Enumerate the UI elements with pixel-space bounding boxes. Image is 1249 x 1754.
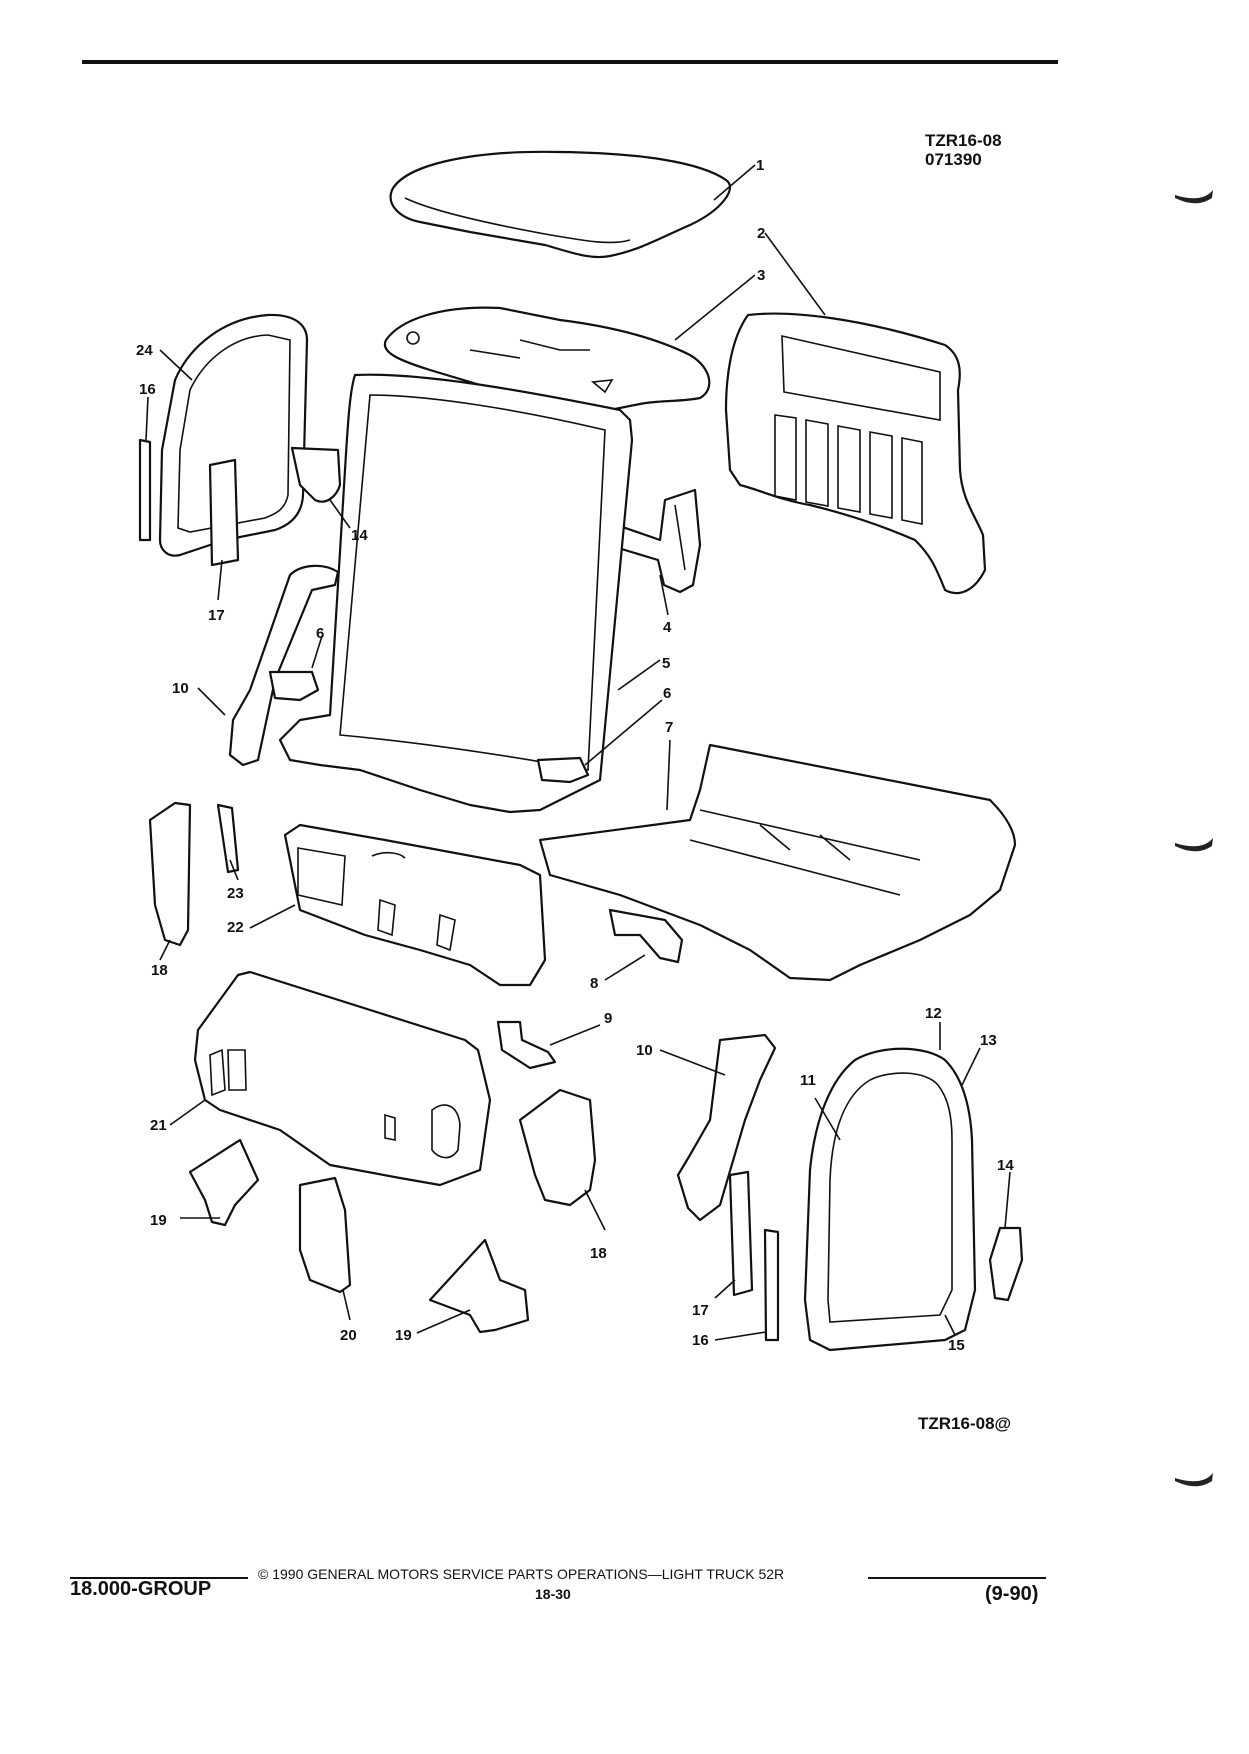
- callout-5: 5: [662, 655, 670, 672]
- ref-date: 071390: [925, 150, 982, 169]
- binding-marks: [1175, 190, 1213, 1487]
- footer-rule-right: [868, 1577, 1046, 1579]
- callout-2: 2: [757, 225, 765, 242]
- part-1-roof-panel: [389, 150, 732, 259]
- callout-19-lower: 19: [395, 1327, 412, 1344]
- callout-16-upper: 16: [139, 381, 156, 398]
- part-23-strip: [216, 803, 240, 874]
- callout-10-left: 10: [172, 680, 189, 697]
- leader-lines: [145, 164, 1011, 1341]
- part-8-bracket: [608, 908, 684, 964]
- callout-3: 3: [757, 267, 765, 284]
- callout-numbers: 1 2 3 4 5 6 7 6 10 24 16 14 17 23 22 18 …: [136, 157, 1014, 1354]
- part-6-mount-left: [268, 670, 320, 702]
- callout-18-lower: 18: [590, 1245, 607, 1262]
- part-17-pillar-lower: [728, 1170, 754, 1297]
- footer-copyright: © 1990 GENERAL MOTORS SERVICE PARTS OPER…: [258, 1566, 785, 1582]
- footer-page-number: 18-30: [535, 1586, 571, 1602]
- callout-22: 22: [227, 919, 244, 936]
- part-14-bracket-upper: [290, 446, 342, 503]
- callout-18-left: 18: [151, 962, 168, 979]
- part-11-12-13-side-frame: [803, 1047, 977, 1352]
- footer-group: 18.000-GROUP: [70, 1578, 212, 1600]
- callout-20: 20: [340, 1327, 357, 1344]
- part-2-back-panel: [724, 312, 987, 595]
- callout-19-upper: 19: [150, 1212, 167, 1229]
- part-24-door-frame: [158, 313, 309, 557]
- callout-16-lower: 16: [692, 1332, 709, 1349]
- callout-8: 8: [590, 975, 598, 992]
- footer-rule-left: [70, 1577, 248, 1579]
- callout-21: 21: [150, 1117, 167, 1134]
- footer-revision: (9-90): [985, 1583, 1039, 1605]
- part-22-instrument-panel: [283, 823, 547, 987]
- part-20-bracket: [298, 1176, 352, 1294]
- callout-10-right: 10: [636, 1042, 653, 1059]
- part-16-weatherstrip-lower: [763, 1228, 780, 1342]
- figure-ref: TZR16-08@: [918, 1414, 1012, 1433]
- callout-9: 9: [604, 1010, 612, 1027]
- part-21-dash-panel: [193, 970, 492, 1187]
- callout-1: 1: [756, 157, 764, 174]
- part-9-bracket: [496, 1020, 557, 1070]
- top-rule: [82, 60, 1058, 64]
- callout-24: 24: [136, 342, 153, 359]
- callout-14-lower: 14: [997, 1157, 1014, 1174]
- callout-11: 11: [800, 1072, 816, 1089]
- part-14-bracket-lower: [988, 1226, 1024, 1302]
- callout-15: 15: [948, 1337, 965, 1354]
- callout-13: 13: [980, 1032, 997, 1049]
- part-10-pillar-right: [676, 1033, 777, 1222]
- callout-14-upper: 14: [351, 527, 368, 544]
- callout-23: 23: [227, 885, 244, 902]
- part-18-panel-lower: [518, 1088, 597, 1207]
- part-16-weatherstrip-upper: [138, 438, 152, 542]
- callout-7: 7: [665, 719, 673, 736]
- callout-17-upper: 17: [208, 607, 225, 624]
- ref-code: TZR16-08: [925, 131, 1002, 150]
- part-19-gusset-upper: [188, 1138, 260, 1227]
- callout-6-right: 6: [663, 685, 671, 702]
- part-18-panel-left: [148, 801, 192, 947]
- part-17-pillar-upper: [208, 458, 240, 567]
- part-7-floor-pan: [538, 743, 1017, 982]
- callout-4: 4: [663, 619, 672, 636]
- callout-6-left: 6: [316, 625, 324, 642]
- part-6-mount-right: [536, 756, 590, 784]
- part-19-gusset-lower: [428, 1238, 530, 1334]
- part-5-windshield-cowl: [278, 373, 634, 814]
- callout-12: 12: [925, 1005, 942, 1022]
- callout-17-lower: 17: [692, 1302, 709, 1319]
